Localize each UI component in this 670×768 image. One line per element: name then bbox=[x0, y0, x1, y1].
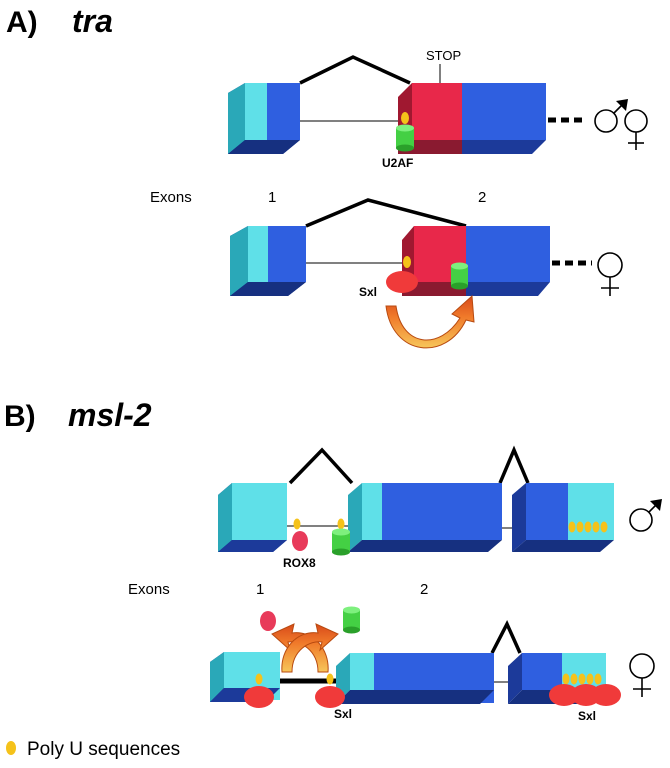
msl2-male-transcript: ROX8 bbox=[218, 445, 662, 570]
u2af-factor bbox=[396, 124, 414, 152]
splice-junction-line bbox=[490, 619, 522, 654]
sxl-protein bbox=[315, 686, 345, 708]
poly-u-site bbox=[255, 673, 263, 685]
msl2-female-transcript: Sxl Sxl bbox=[210, 606, 655, 723]
rox8-protein-released bbox=[260, 611, 276, 631]
rox8-label: ROX8 bbox=[283, 556, 316, 570]
u2af-displacement-arrow bbox=[281, 623, 339, 673]
exon-2-block bbox=[336, 653, 494, 704]
sxl-label-b-left: Sxl bbox=[334, 707, 352, 721]
exon-2-block bbox=[348, 483, 502, 552]
splice-junction-line bbox=[498, 445, 530, 484]
exon-2-number-a: 2 bbox=[478, 189, 486, 206]
u2af-displacement-arrow bbox=[385, 294, 475, 349]
exon-2-number-b: 2 bbox=[420, 581, 428, 598]
rox8-displacement-arrow bbox=[271, 623, 329, 673]
exon-1-number-b: 1 bbox=[256, 581, 264, 598]
exon-2-block bbox=[402, 226, 550, 296]
sxl-protein bbox=[244, 686, 274, 708]
u2af-factor-released bbox=[343, 606, 360, 634]
male-symbol bbox=[594, 102, 625, 133]
u2af-factor bbox=[451, 262, 468, 290]
poly-u-site bbox=[403, 256, 411, 268]
poly-u-site bbox=[293, 518, 301, 530]
exon-3-block bbox=[512, 483, 614, 552]
panel-a-letter: A) bbox=[6, 6, 38, 39]
splice-junction-line bbox=[299, 55, 411, 85]
poly-u-site bbox=[401, 112, 409, 124]
male-symbol bbox=[629, 502, 659, 532]
poly-u-legend-label: Poly U sequences bbox=[27, 739, 180, 760]
panel-b-letter: B) bbox=[4, 400, 36, 433]
sxl-protein bbox=[386, 271, 418, 293]
tra-male-transcript: STOP U2AF bbox=[228, 48, 648, 170]
exons-label-a: Exons bbox=[150, 189, 192, 206]
u2af-factor bbox=[332, 528, 350, 556]
legend: Poly U sequences bbox=[6, 739, 180, 760]
exon-1-block bbox=[218, 483, 287, 552]
u2af-label: U2AF bbox=[382, 156, 413, 170]
stop-codon-label: STOP bbox=[426, 48, 461, 63]
panel-a-gene-title: tra bbox=[72, 3, 113, 39]
exon-1-number-a: 1 bbox=[268, 189, 276, 206]
poly-u-cluster bbox=[568, 521, 608, 533]
female-symbol bbox=[629, 653, 655, 697]
sxl-label-b-right: Sxl bbox=[578, 709, 596, 723]
tra-female-transcript: Sxl bbox=[230, 198, 623, 349]
male-arrowhead bbox=[616, 99, 628, 111]
sxl-label-a: Sxl bbox=[359, 285, 377, 299]
poly-u-site bbox=[337, 518, 345, 530]
panel-b-gene-title: msl-2 bbox=[68, 397, 152, 433]
female-symbol bbox=[597, 252, 623, 296]
exons-label-b: Exons bbox=[128, 581, 170, 598]
rox8-protein bbox=[292, 531, 308, 551]
splice-junction-line bbox=[305, 198, 467, 228]
female-symbol-top bbox=[624, 109, 648, 150]
exon-2-block bbox=[398, 83, 546, 154]
exon-1-block bbox=[230, 226, 306, 296]
poly-u-site bbox=[326, 673, 334, 685]
poly-u-legend-swatch bbox=[6, 741, 16, 755]
male-arrowhead bbox=[650, 499, 662, 511]
poly-u-cluster bbox=[562, 673, 602, 685]
sxl-protein-cluster bbox=[549, 684, 621, 706]
exon-1-block bbox=[228, 83, 300, 154]
splice-junction-line bbox=[288, 447, 354, 485]
